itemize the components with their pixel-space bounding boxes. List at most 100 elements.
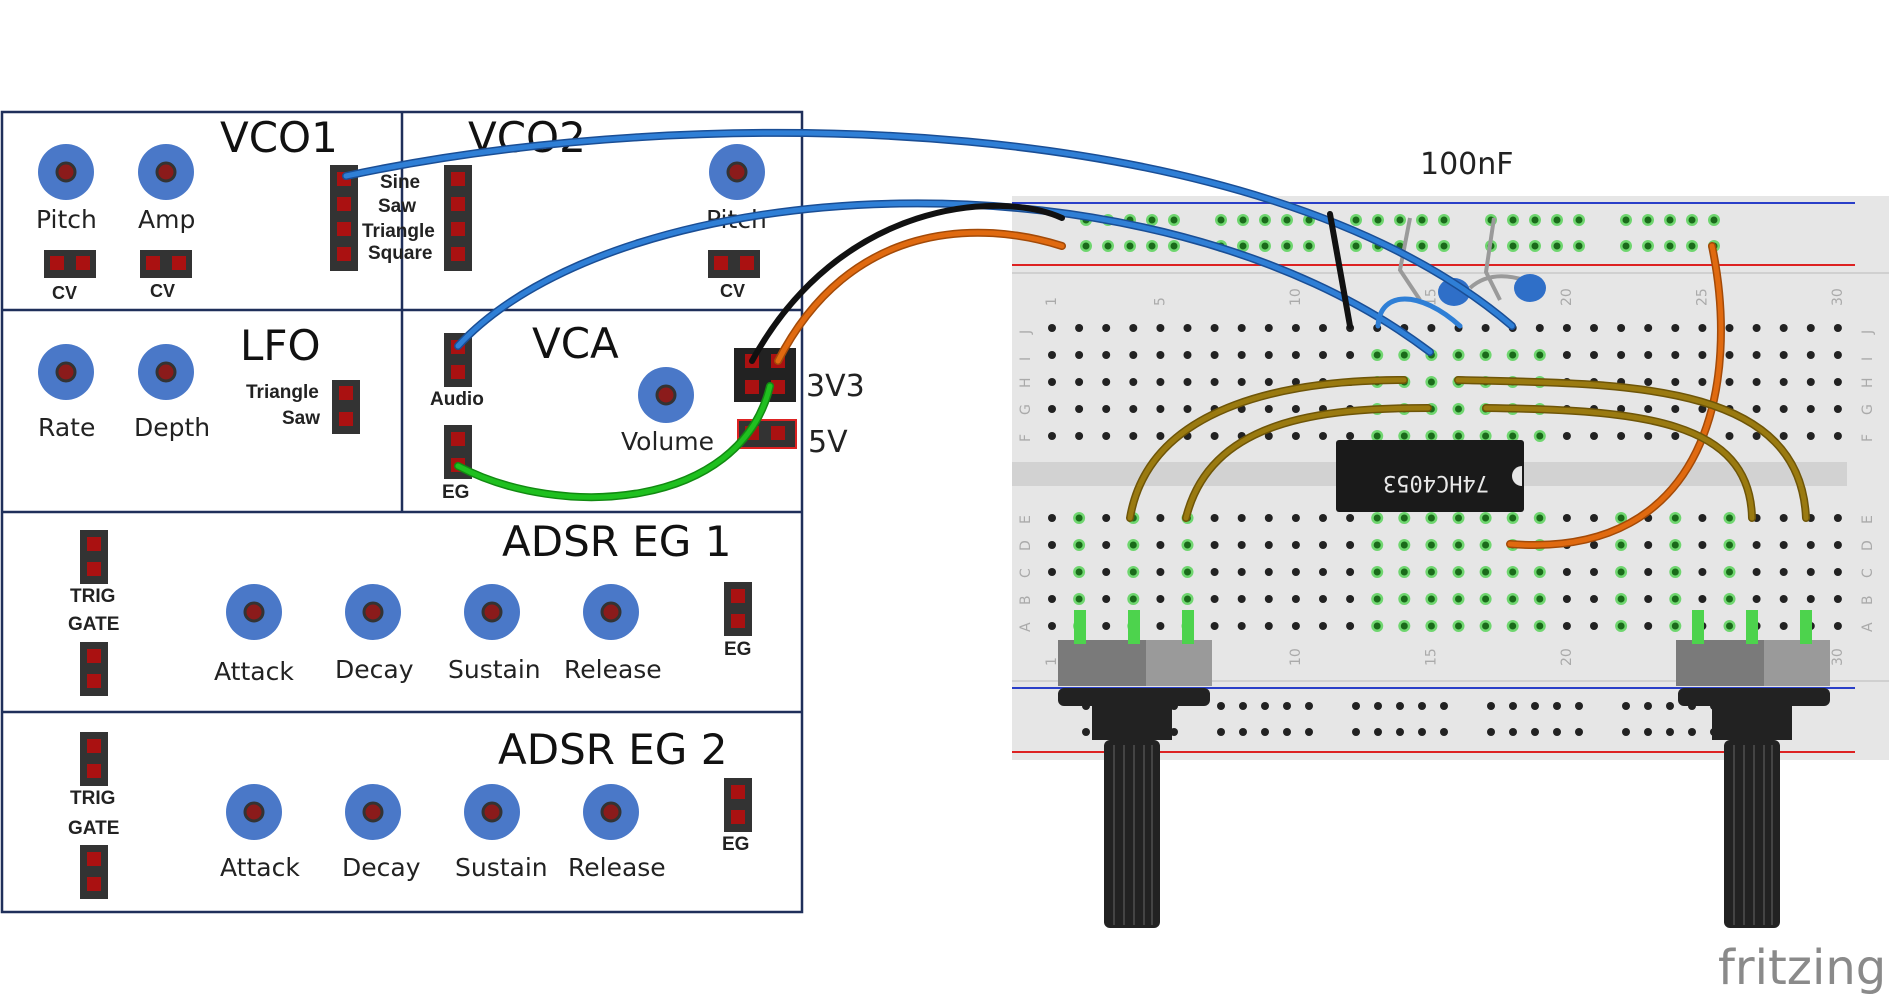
breadboard-label: 15 [1423,648,1439,666]
breadboard-label: B [1860,595,1876,605]
adsr1-release-knob[interactable] [583,584,639,640]
vco1-title: VCO1 [220,113,338,162]
vco2-wave-saw: Saw [378,196,416,217]
adsr2-trig-label: TRIG [70,788,115,809]
adsr1-sustain-knob[interactable] [464,584,520,640]
adsr1-gate-label: GATE [68,614,119,635]
fritzing-logo-text: fritzing [1718,940,1886,996]
breadboard-label: G [1018,404,1034,415]
ic-label: 74HC4053 [1383,470,1489,495]
lfo-output-header[interactable] [332,380,360,434]
adsr2-attack-knob[interactable] [226,784,282,840]
breadboard-label: J [1018,330,1034,335]
breadboard-label: 1 [1044,297,1060,306]
adsr1-eg-label: EG [724,639,751,660]
vco2-cv-jack[interactable] [708,250,760,278]
breadboard-label: C [1860,568,1876,578]
vco1-cv2-jack[interactable] [140,250,192,278]
adsr2-gate-label: GATE [68,818,119,839]
lfo-rate-label: Rate [38,413,95,442]
adsr2-module: ADSR EG 2 TRIG GATE Attack Decay Sustain… [68,725,752,899]
adsr1-decay-label: Decay [335,655,414,684]
vco1-pitch-label: Pitch [36,205,97,234]
vco2-output-header[interactable] [444,165,472,271]
lfo-depth-label: Depth [134,413,210,442]
breadboard-label: 20 [1559,648,1575,666]
adsr2-release-knob[interactable] [583,784,639,840]
vco2-cv-label: CV [720,281,745,301]
breadboard-label: E [1860,515,1876,524]
adsr2-attack-label: Attack [220,853,300,882]
breadboard-label: C [1018,568,1034,578]
breadboard-label: 1 [1044,657,1060,666]
vco1-amp-knob[interactable] [138,144,194,200]
lfo-rate-knob[interactable] [38,344,94,400]
vco1-module: VCO1 Pitch Amp CV CV [36,113,358,303]
vco2-wave-sine: Sine [380,172,420,193]
adsr1-attack-label: Attack [214,657,294,686]
vco1-cv2-label: CV [150,281,175,301]
breadboard-label: F [1018,434,1034,442]
breadboard-label: A [1018,622,1034,632]
adsr2-title: ADSR EG 2 [498,725,727,774]
adsr1-gate-jack[interactable] [80,642,108,696]
vco1-output-header[interactable] [330,165,358,271]
vco1-amp-label: Amp [138,205,195,234]
vca-title: VCA [532,319,619,368]
adsr2-eg-jack[interactable] [724,778,752,832]
breadboard-label: I [1018,357,1034,361]
vco1-cv1-jack[interactable] [44,250,96,278]
breadboard-label: 10 [1288,648,1304,666]
breadboard-label: F [1860,434,1876,442]
breadboard-label: A [1860,622,1876,632]
capacitor-label: 100nF [1420,147,1514,182]
adsr1-decay-knob[interactable] [345,584,401,640]
synth-panel [0,110,804,914]
wire-cap-blue [1375,296,1463,329]
capacitor [1397,217,1546,306]
breadboard-label: J [1860,330,1876,335]
adsr1-sustain-label: Sustain [448,655,541,684]
lfo-module: LFO Rate Depth Triangle Saw [38,321,360,442]
breadboard-label: 5 [1152,297,1168,306]
adsr2-gate-jack[interactable] [80,845,108,899]
vco1-pitch-knob[interactable] [38,144,94,200]
adsr2-trig-jack[interactable] [80,732,108,786]
vco2-pitch-knob[interactable] [709,144,765,200]
adsr1-attack-knob[interactable] [226,584,282,640]
adsr1-module: ADSR EG 1 TRIG GATE Attack Decay Sustain… [68,517,752,696]
potentiometer-left[interactable] [1058,640,1212,928]
breadboard-label: E [1018,515,1034,524]
breadboard-label: H [1018,377,1034,388]
wire-gnd-black [749,202,1065,364]
adsr1-trig-label: TRIG [70,586,115,607]
breadboard-label: 20 [1559,288,1575,306]
adsr2-sustain-label: Sustain [455,853,548,882]
breadboard-label: 30 [1830,648,1846,666]
lfo-wave-triangle: Triangle [246,382,319,403]
breadboard-label: D [1018,540,1034,551]
adsr1-eg-jack[interactable] [724,582,752,636]
adsr2-decay-knob[interactable] [345,784,401,840]
vco2-wave-square: Square [368,243,432,264]
breadboard-label: D [1860,540,1876,551]
breadboard-label: 15 [1423,288,1439,306]
breadboard-label: G [1860,404,1876,415]
adsr1-trig-jack[interactable] [80,530,108,584]
potentiometer-legs [1074,610,1812,644]
power-3v3-label: 3V3 [806,369,865,404]
breadboard-label: B [1018,595,1034,605]
wires [342,128,1810,549]
power-5v-label: 5V [808,425,848,460]
lfo-depth-knob[interactable] [138,344,194,400]
ic-chip: 74HC4053 [1336,440,1524,512]
adsr2-decay-label: Decay [342,853,421,882]
vca-volume-knob[interactable] [638,367,694,423]
vco2-wave-triangle: Triangle [362,221,435,242]
vca-audio-label: Audio [430,389,484,410]
breadboard-label: 30 [1830,288,1846,306]
lfo-title: LFO [240,321,321,370]
potentiometer-right[interactable] [1676,640,1830,928]
adsr2-sustain-knob[interactable] [464,784,520,840]
